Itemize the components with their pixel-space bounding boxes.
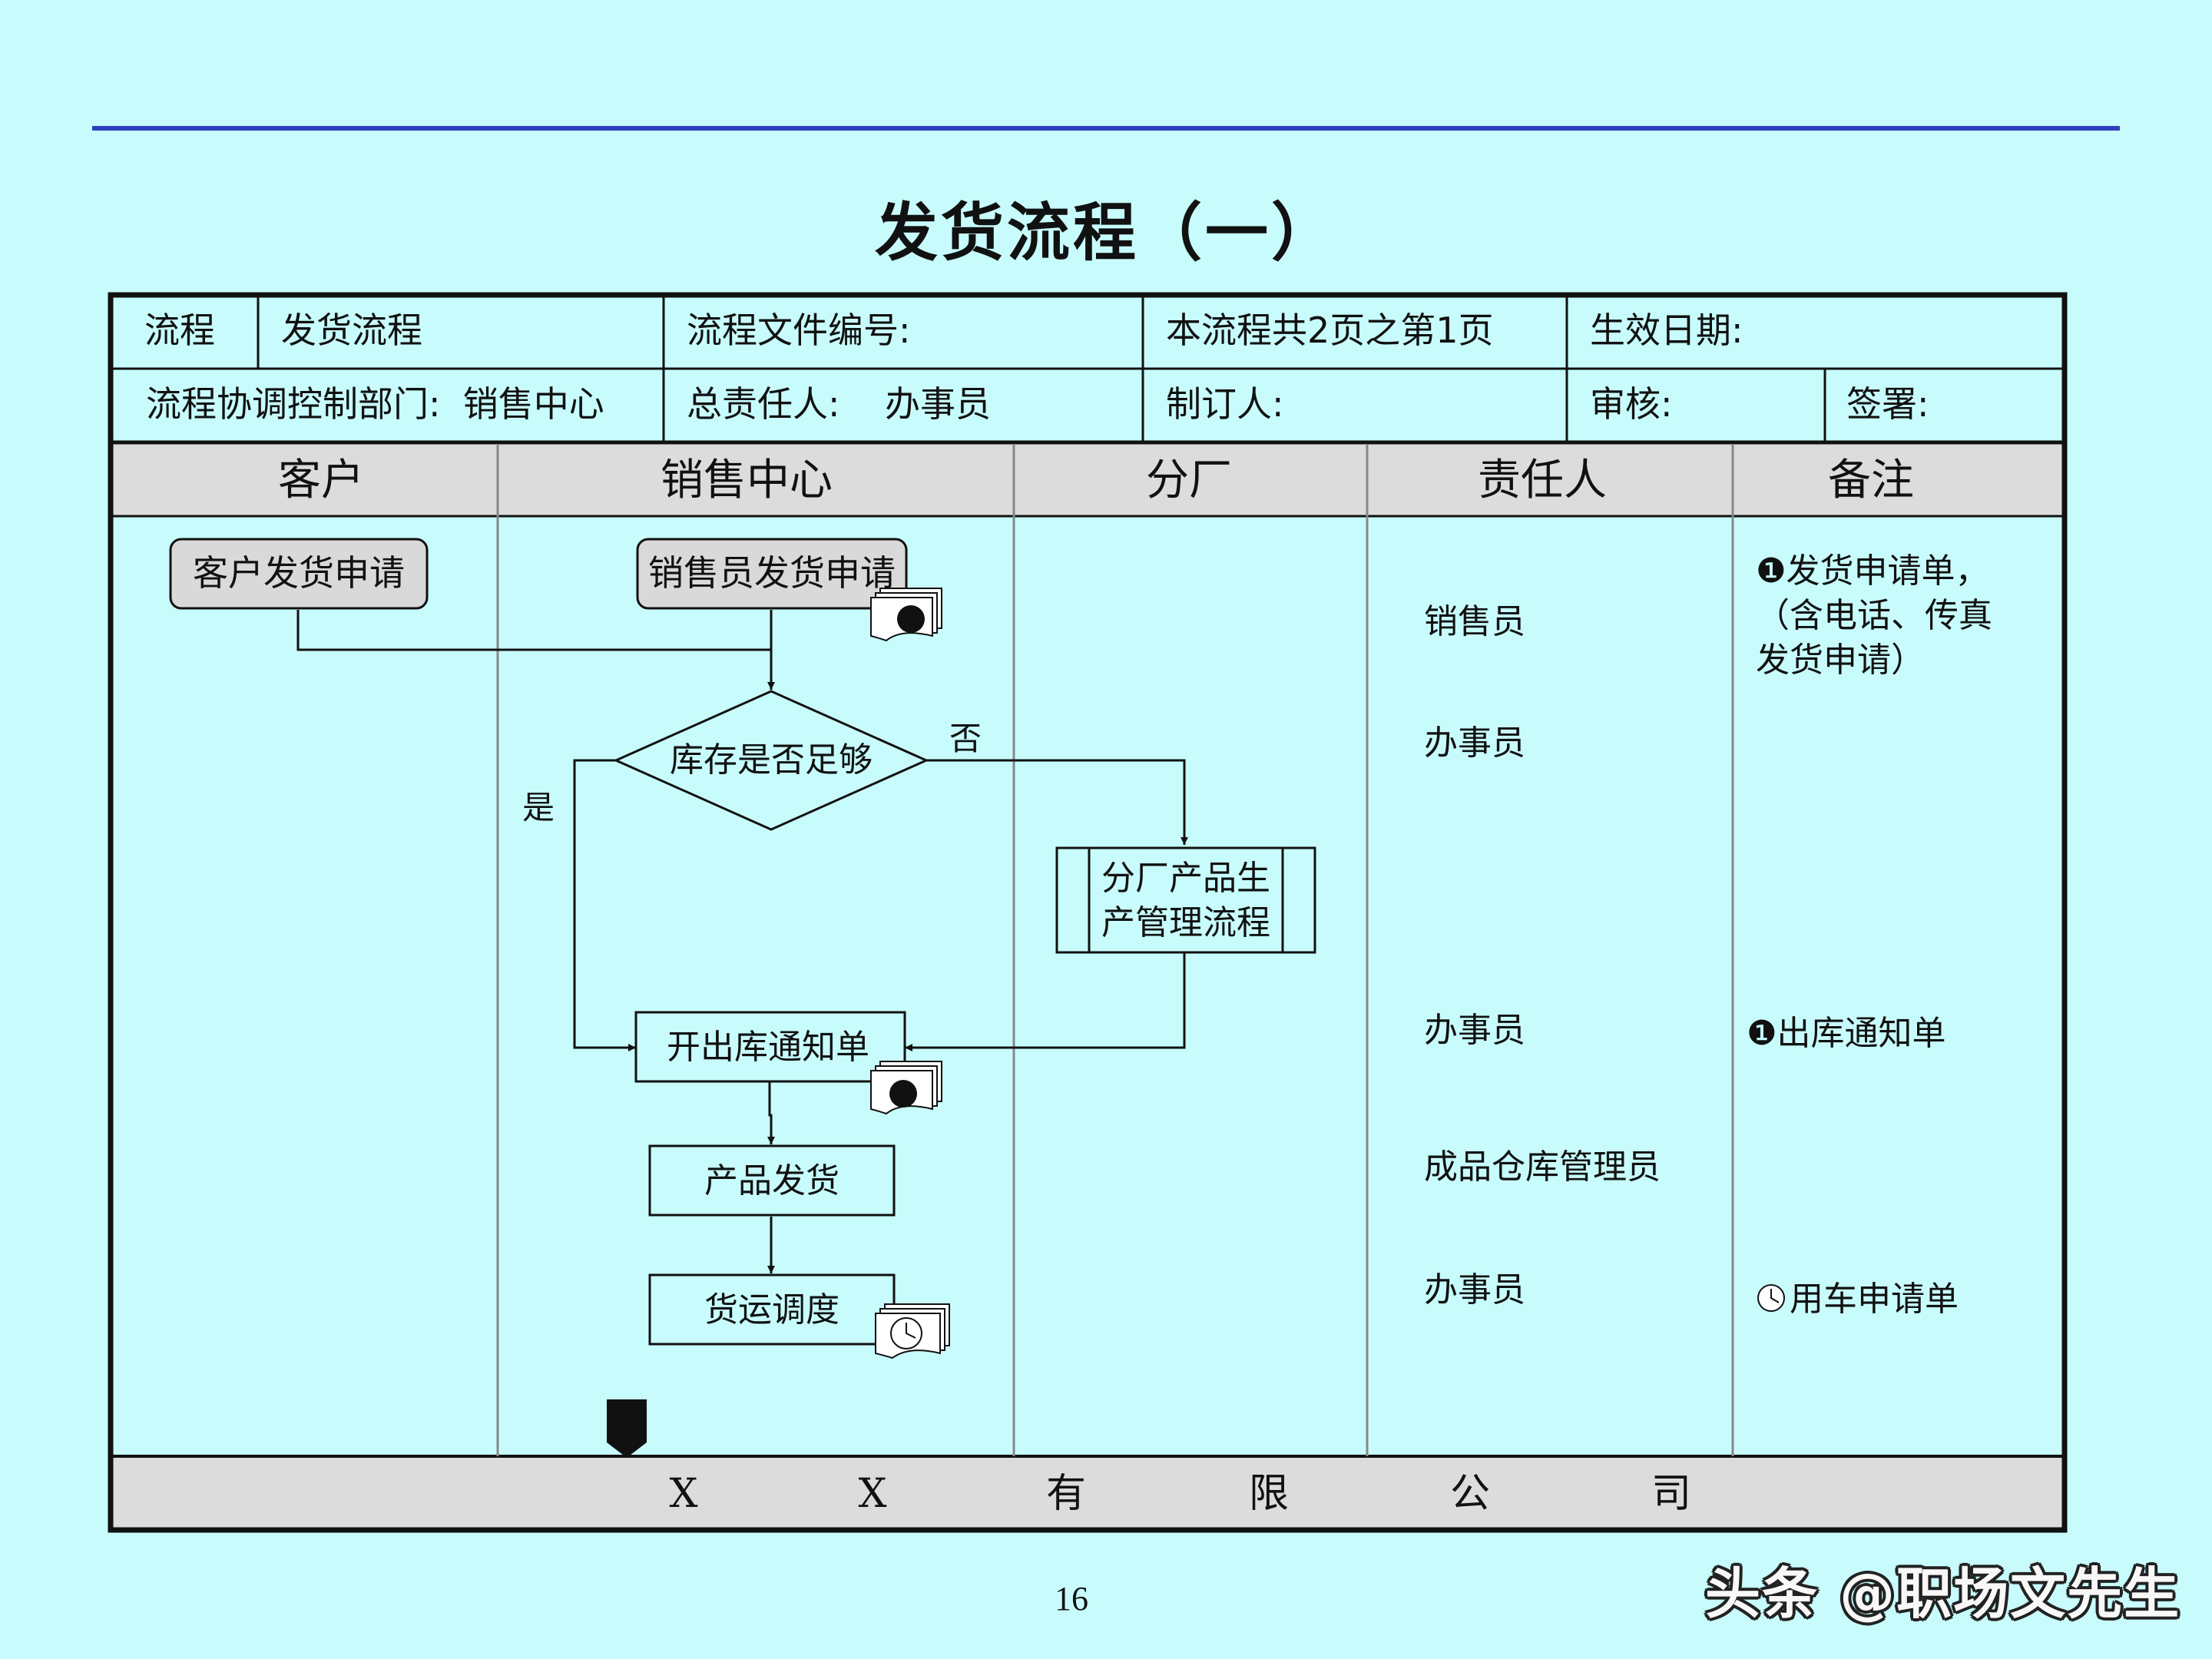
lane-header-band	[112, 444, 2063, 516]
footer-char-5: 公	[1450, 1471, 1490, 1517]
footer-char-2: X	[858, 1471, 886, 1517]
process-label: 流程	[144, 310, 215, 351]
node-decision-label: 库存是否足够	[670, 740, 873, 780]
footer-char-6: 司	[1651, 1471, 1691, 1517]
lane-title-factory: 分厂	[1146, 455, 1232, 505]
node-decision-diamond	[613, 690, 929, 831]
process-name: 发货流程	[281, 310, 422, 351]
off-page-connector-icon	[607, 1399, 647, 1458]
node-customer-request-label: 客户发货申请	[193, 552, 405, 594]
node-freight-dispatch-label: 货运调度	[704, 1290, 839, 1330]
outer-frame	[108, 292, 2068, 1533]
author-label: 制订人:	[1166, 383, 1284, 425]
node-product-ship	[648, 1144, 896, 1217]
effective-date-label: 生效日期:	[1590, 310, 1743, 351]
connector-notice-to-ship	[767, 1081, 775, 1144]
page-number: 16	[1055, 1580, 1088, 1618]
lane-borders	[112, 515, 2063, 1458]
watermark: 头条 @职场文先生	[1705, 1561, 2181, 1626]
control-dept: 流程协调控制部门: 销售中心	[146, 383, 604, 425]
note-1-line-1: ❶发货申请单，	[1756, 551, 1988, 591]
lane-title-sales-center: 销售中心	[661, 455, 833, 505]
lane-dividers	[496, 444, 1734, 1456]
branch-yes-label: 是	[522, 789, 555, 826]
node-sales-request-label: 销售员发货申请	[648, 552, 896, 594]
responsible-4: 成品仓库管理员	[1424, 1147, 1661, 1187]
footer-band	[112, 1458, 2063, 1528]
node-customer-request	[169, 538, 429, 610]
note-1-line-3: 发货申请）	[1756, 641, 1925, 680]
lane-title-customer: 客户	[278, 455, 364, 505]
connectors	[296, 610, 1188, 1273]
lane-title-notes: 备注	[1828, 455, 1914, 505]
connector-no-to-factory	[925, 759, 1188, 845]
page-title: 发货流程（一）	[874, 197, 1337, 270]
node-factory-process	[1055, 846, 1316, 954]
footer-char-3: 有	[1046, 1471, 1086, 1517]
node-sales-request	[636, 538, 908, 610]
responsible-5: 办事员	[1424, 1270, 1525, 1310]
connector-yes-to-notice	[573, 759, 636, 1051]
header-grid	[112, 296, 2063, 445]
note-2: ❶出库通知单	[1747, 1014, 1945, 1053]
footer-char-4: 限	[1249, 1471, 1289, 1517]
reviewer-label: 审核:	[1590, 383, 1673, 425]
lane-title-responsible: 责任人	[1478, 455, 1607, 505]
connector-factory-to-notice	[905, 952, 1186, 1051]
document-stack-icon	[870, 1061, 942, 1115]
clock-document-stack-icon	[875, 1303, 950, 1359]
node-factory-line2: 产管理流程	[1101, 903, 1270, 942]
connector-customer-to-decision	[296, 610, 771, 651]
branch-no-label: 否	[949, 720, 982, 757]
top-rule-line	[92, 126, 2120, 131]
node-outbound-notice-label: 开出库通知单	[667, 1028, 869, 1067]
page-info: 本流程共2页之第1页	[1166, 310, 1494, 351]
node-factory-line1: 分厂产品生	[1101, 859, 1270, 898]
signer-label: 签署:	[1846, 383, 1929, 425]
clock-icon	[1757, 1284, 1785, 1312]
responsible-2: 办事员	[1424, 724, 1525, 763]
owner: 总责任人: 办事员	[687, 383, 991, 425]
note-1-line-2: （含电话、传真	[1756, 596, 1992, 635]
doc-number-label: 流程文件编号:	[687, 310, 911, 351]
note-3: 用车申请单	[1790, 1280, 1959, 1319]
responsible-3: 办事员	[1424, 1011, 1525, 1050]
node-product-ship-label: 产品发货	[704, 1161, 839, 1200]
document-stack-icon	[870, 588, 942, 642]
node-outbound-notice	[634, 1011, 906, 1083]
footer-char-1: X	[669, 1471, 697, 1517]
responsible-1: 销售员	[1424, 602, 1525, 641]
